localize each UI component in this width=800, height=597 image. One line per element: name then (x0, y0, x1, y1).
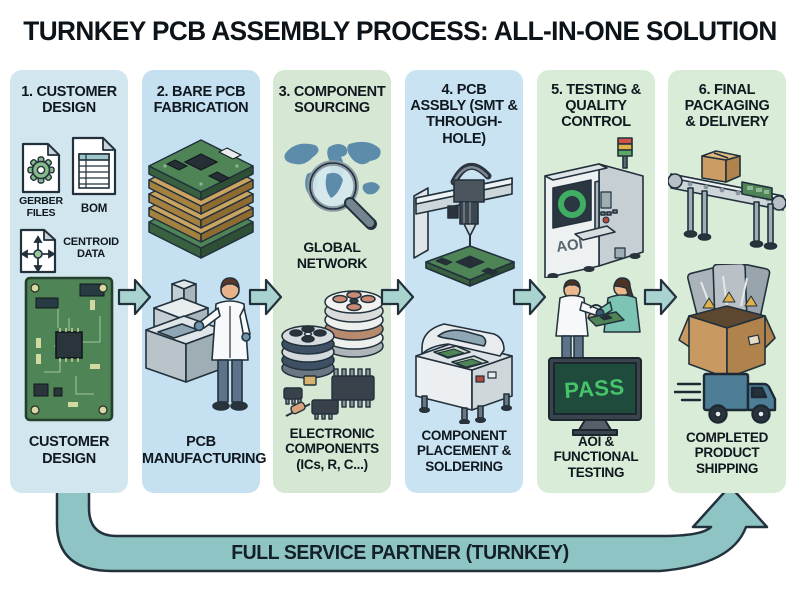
pcb-manufacturing-scene (145, 277, 251, 411)
bom-file-icon (71, 136, 117, 196)
step-3-footer: ELECTRONIC COMPONENTS (ICs, R, C...) (285, 426, 379, 472)
step-1-customer-design: 1. CUSTOMER DESIGN GERBER FILES BOM (10, 70, 128, 493)
aoi-keyboard (574, 225, 616, 241)
conveyor-box (701, 150, 741, 183)
step-1-footer: CUSTOMER DESIGN (28, 434, 110, 467)
speed-lines (674, 382, 702, 402)
step-4-header: 4. PCB ASSBLY (SMT & THROUGH-HOLE) (410, 82, 518, 147)
step-5-testing-quality: 5. TESTING & QUALITY CONTROL AOI (537, 70, 655, 493)
aoi-ring (558, 190, 586, 218)
aoi-machine-label: AOI (555, 235, 584, 256)
loose-components (283, 368, 375, 420)
step-3-header: 3. COMPONENT SOURCING (278, 84, 386, 117)
component-reels (281, 290, 384, 420)
page-title: TURNKEY PCB ASSEMBLY PROCESS: ALL-IN-ONE… (23, 16, 777, 46)
soldering-oven-machine (415, 323, 513, 424)
gerber-label: GERBER FILES (19, 195, 63, 219)
pick-and-place-machine (413, 163, 515, 287)
pcb-layer-stack (148, 139, 254, 259)
step-4-pcb-assembly: 4. PCB ASSBLY (SMT & THROUGH-HOLE) (405, 70, 523, 493)
step-1-header: 1. CUSTOMER DESIGN (21, 84, 117, 117)
box-with-esd-bags (678, 264, 776, 379)
step-2-header: 2. BARE PCB FABRICATION (153, 84, 249, 117)
step-3-component-sourcing: 3. COMPONENT SOURCING GLOBAL NETWORK (273, 70, 391, 493)
technician-person (193, 277, 251, 411)
step-6-final-packaging: 6. FINAL PACKAGING & DELIVERY (668, 70, 786, 493)
global-network-label: GLOBAL NETWORK (296, 239, 368, 271)
step-5-footer: AOI & FUNCTIONAL TESTING (553, 434, 639, 480)
pass-monitor: PASS (548, 357, 642, 436)
fabrication-machine (145, 279, 225, 383)
bom-label: BOM (80, 203, 108, 215)
functional-testing-people (555, 277, 641, 366)
global-map-magnifier (284, 141, 381, 230)
oven-pcb-windows (433, 345, 489, 369)
pass-screen (553, 362, 637, 415)
gerber-file-icon (21, 142, 61, 194)
magnifier-icon (307, 160, 377, 230)
tower-light-green (617, 149, 633, 157)
gear-icon (27, 156, 55, 184)
centroid-file-icon (19, 228, 57, 274)
tower-light-red (617, 137, 633, 145)
delivery-truck-icon (674, 372, 777, 424)
step-5-header: 5. TESTING & QUALITY CONTROL (551, 82, 641, 131)
conveyor-pcb (741, 181, 773, 201)
step-6-footer: COMPLETED PRODUCT SHIPPING (685, 430, 769, 476)
packaging-conveyor (668, 150, 786, 250)
pass-label: PASS (564, 374, 626, 403)
reel-stack-dark (281, 325, 335, 379)
step-6-header: 6. FINAL PACKAGING & DELIVERY (684, 82, 770, 131)
aoi-machine: AOI (544, 137, 644, 278)
centroid-label: CENTROID DATA (63, 236, 119, 261)
customer-pcb-board (24, 276, 114, 422)
reel-stack-white (324, 290, 384, 358)
step-2-footer: PCB MANUFACTURING (142, 434, 267, 467)
banner-label: FULL SERVICE PARTNER (TURNKEY) (231, 542, 569, 564)
tower-light-yellow (617, 143, 633, 151)
aoi-screen (552, 179, 592, 229)
step-2-bare-pcb-fabrication: 2. BARE PCB FABRICATION (142, 70, 267, 493)
step-4-footer: COMPONENT PLACEMENT & SOLDERING (416, 428, 512, 474)
pcb-under-head (425, 245, 515, 287)
